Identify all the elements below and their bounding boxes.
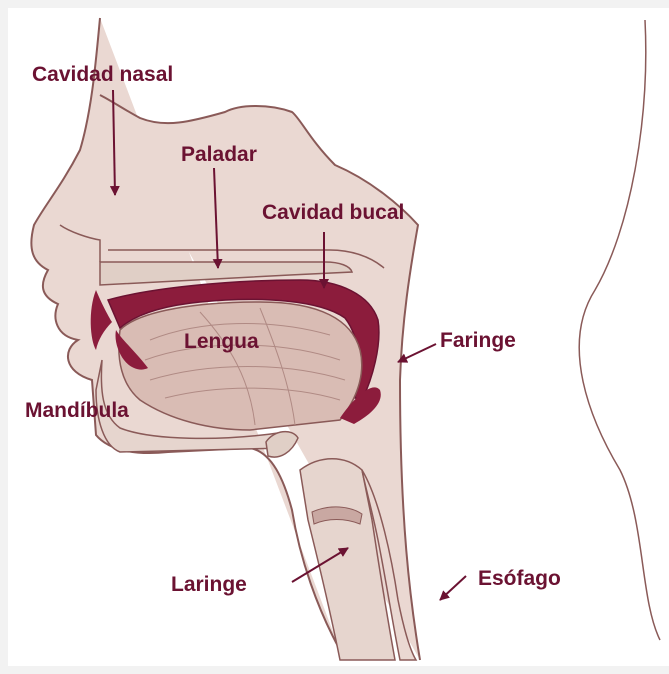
label-nasal-cavity: Cavidad nasal: [32, 64, 173, 85]
label-esophagus: Esófago: [478, 568, 561, 589]
label-mandible: Mandíbula: [25, 400, 129, 421]
label-pharynx: Faringe: [440, 330, 516, 351]
label-oral-cavity: Cavidad bucal: [262, 202, 404, 223]
label-palate: Paladar: [181, 144, 257, 165]
label-larynx: Laringe: [171, 574, 247, 595]
label-tongue: Lengua: [184, 331, 259, 352]
